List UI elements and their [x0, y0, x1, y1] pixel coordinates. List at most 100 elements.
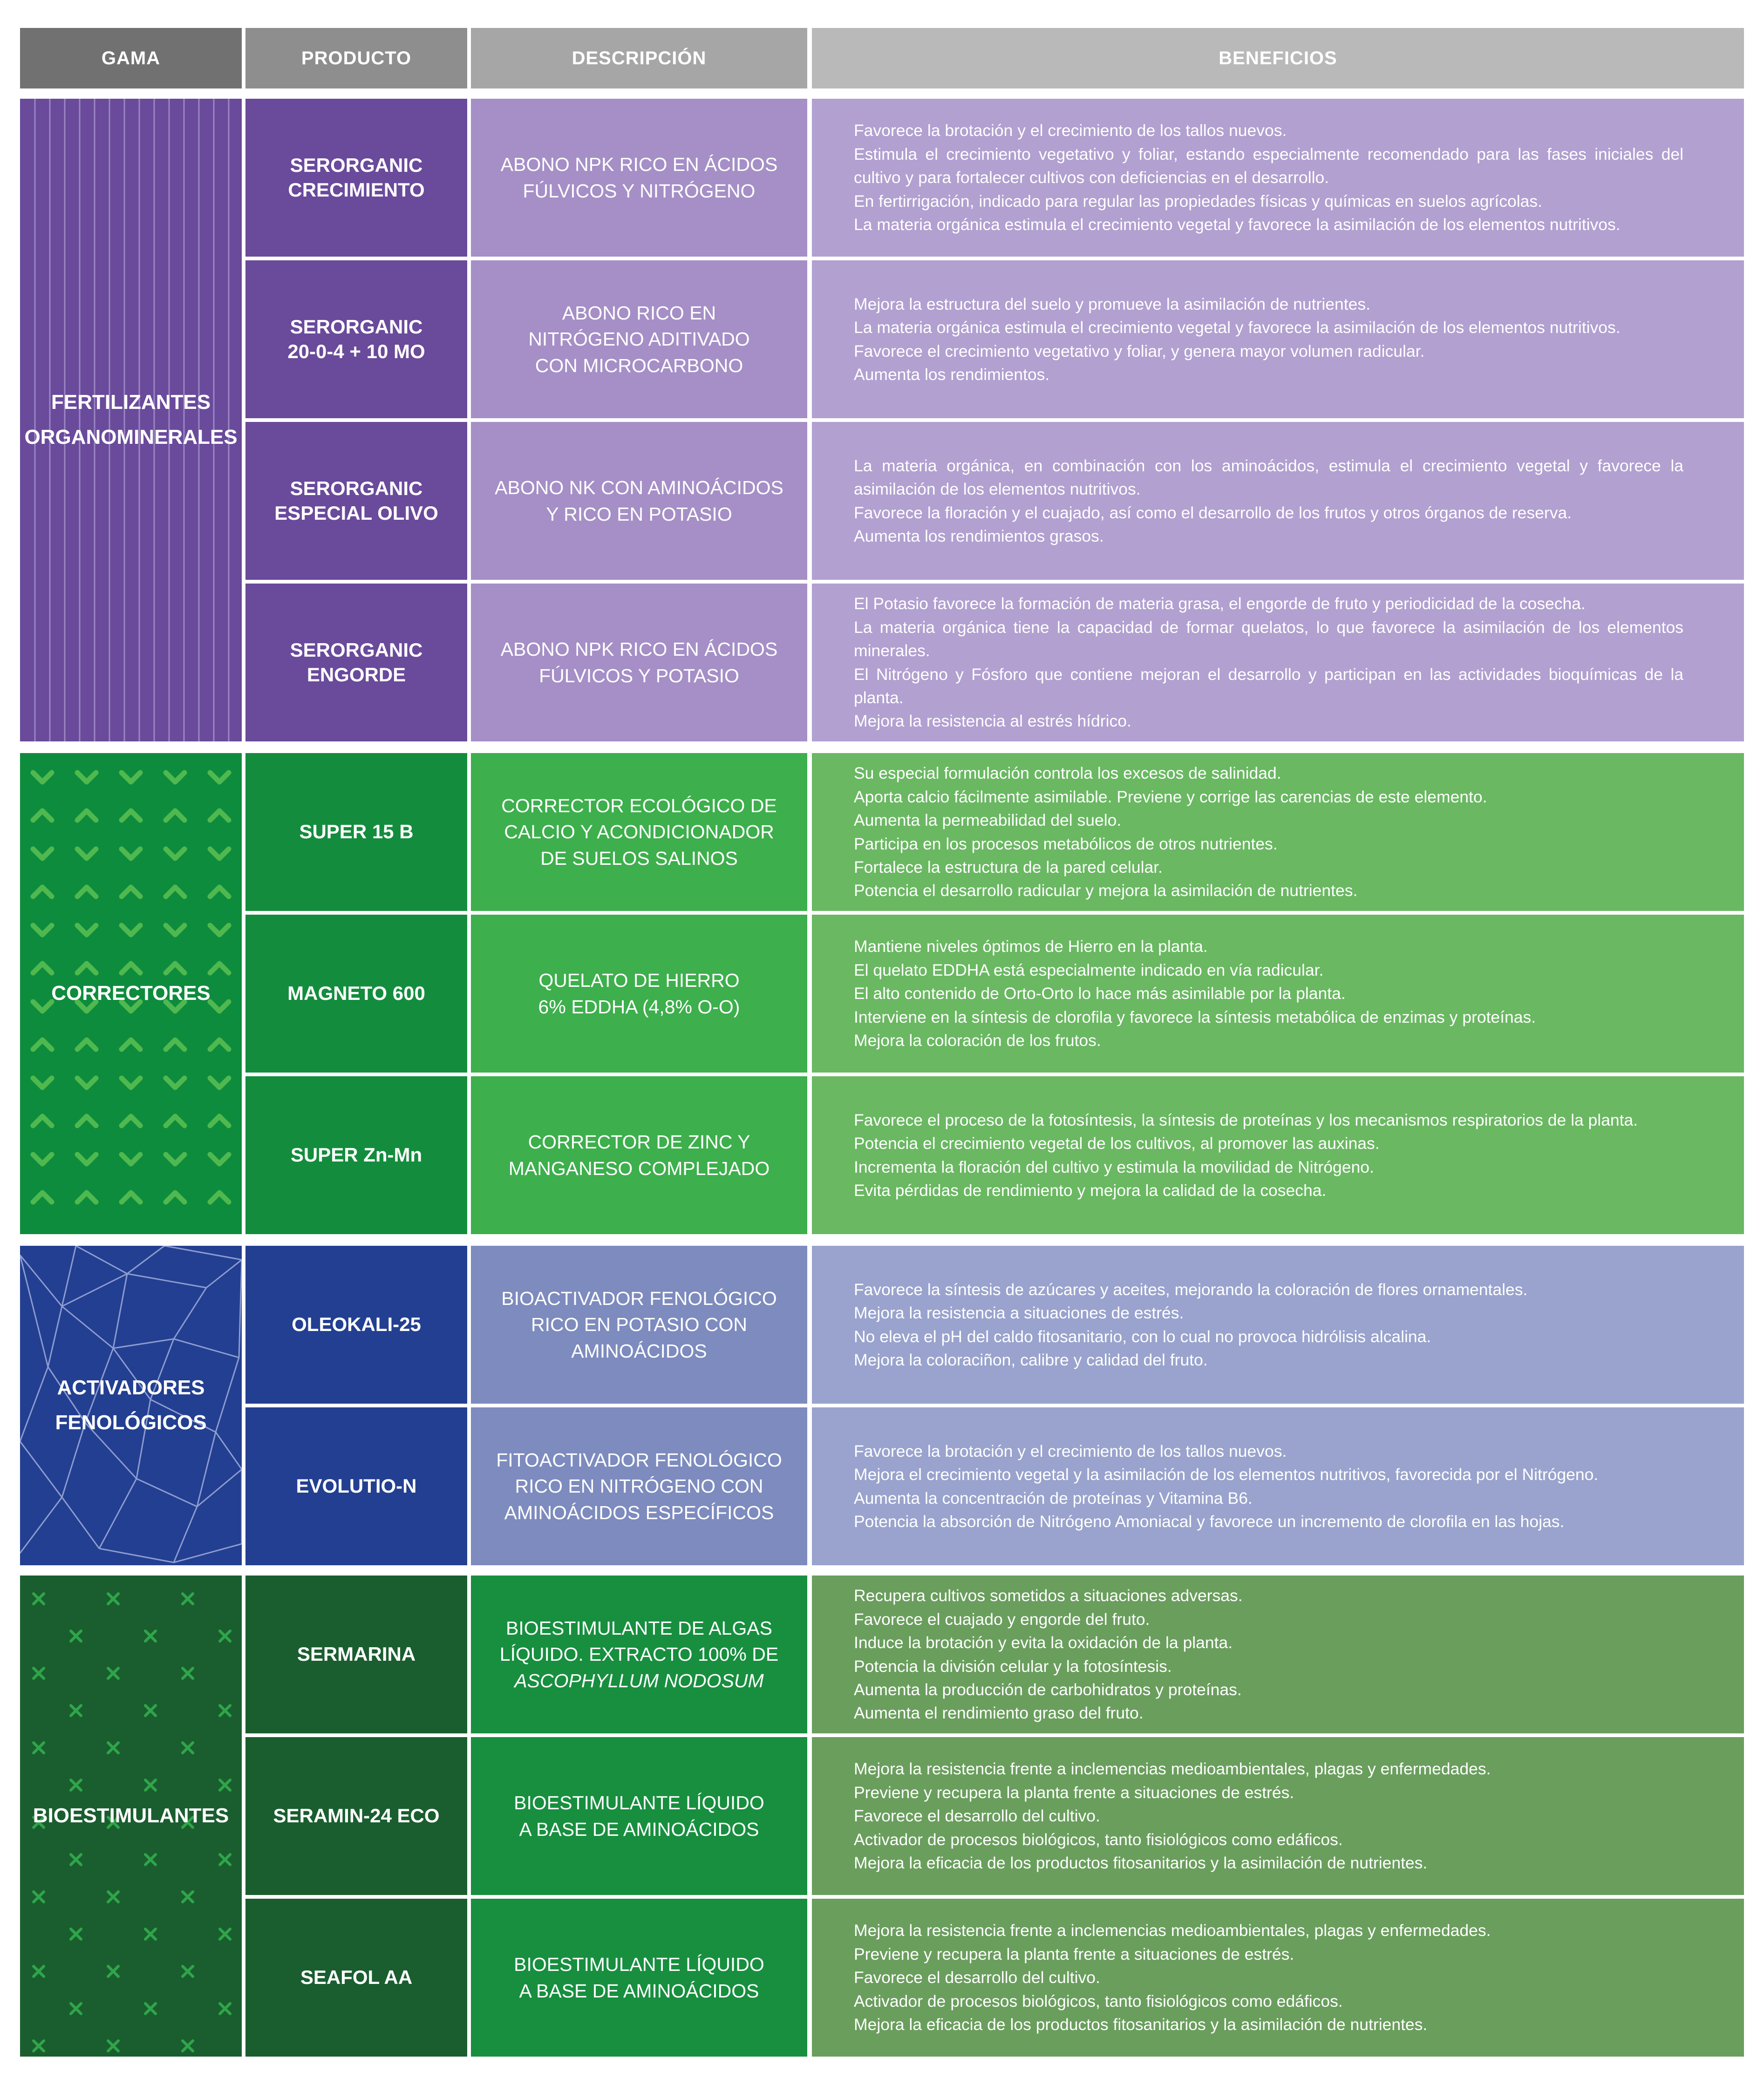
product-name: EVOLUTIO-N	[245, 1407, 467, 1565]
product-benefits: Mejora la estructura del suelo y promuev…	[812, 260, 1744, 418]
product-description: BIOESTIMULANTE DE ALGAS LÍQUIDO. EXTRACT…	[471, 1576, 807, 1733]
cross-icon	[107, 1667, 120, 1680]
network-line	[99, 1548, 174, 1563]
chevron-down-icon	[30, 923, 54, 937]
cross-icon	[218, 1853, 232, 1866]
cross-icon	[32, 1816, 45, 1829]
cross-icon	[181, 1890, 194, 1903]
product-benefits: Favorece la síntesis de azúcares y aceit…	[812, 1246, 1744, 1404]
product-name: SUPER Zn-Mn	[245, 1076, 467, 1234]
network-line	[20, 1255, 63, 1307]
cross-icon	[218, 1928, 232, 1941]
cross-icon	[144, 1928, 157, 1941]
chevron-up-icon	[75, 961, 99, 976]
chevron-down-icon	[75, 1152, 99, 1167]
cross-icon	[144, 1630, 157, 1643]
chevron-down-icon	[119, 846, 143, 861]
cross-icon	[218, 2002, 232, 2015]
description-text: BIOESTIMULANTE LÍQUIDO A BASE DE AMINOÁC…	[514, 1951, 764, 2004]
cross-icon	[32, 2039, 45, 2052]
cross-icon	[107, 1965, 120, 1978]
cross-icon	[69, 1928, 82, 1941]
cross-icon	[181, 1667, 194, 1680]
product-description: BIOESTIMULANTE LÍQUIDO A BASE DE AMINOÁC…	[471, 1899, 807, 2057]
header-gama: GAMA	[20, 28, 242, 88]
gama-cell: BIOESTIMULANTES	[20, 1576, 242, 2057]
product-description: QUELATO DE HIERRO 6% EDDHA (4,8% O-O)	[471, 915, 807, 1073]
chevron-down-icon	[163, 846, 187, 861]
network-line	[136, 1478, 198, 1508]
chevron-down-icon	[163, 923, 187, 937]
chevron-down-icon	[207, 1075, 232, 1090]
description-text: FITOACTIVADOR FENOLÓGICO RICO EN NITRÓGE…	[496, 1447, 782, 1526]
chevron-up-icon	[30, 808, 54, 823]
chevron-up-icon	[30, 1114, 54, 1128]
benefits-text: El Potasio favorece la formación de mate…	[854, 594, 1683, 731]
description-main: ABONO NK CON AMINOÁCIDOS Y RICO EN POTAS…	[495, 476, 783, 525]
product-description: ABONO NK CON AMINOÁCIDOS Y RICO EN POTAS…	[471, 422, 807, 580]
description-main: CORRECTOR DE ZINC Y MANGANESO COMPLEJADO	[508, 1131, 770, 1179]
product-benefits: Favorece el proceso de la fotosíntesis, …	[812, 1076, 1744, 1234]
cross-icon	[32, 1667, 45, 1680]
product-description: ABONO NPK RICO EN ÁCIDOS FÚLVICOS Y NITR…	[471, 99, 807, 257]
benefits-text: Mejora la estructura del suelo y promuev…	[854, 294, 1621, 384]
product-benefits: Mejora la resistencia frente a inclemenc…	[812, 1737, 1744, 1895]
product-name: SEAFOL AA	[245, 1899, 467, 2057]
chevron-down-icon	[207, 923, 232, 937]
network-line	[20, 1441, 63, 1498]
chevron-down-icon	[30, 1075, 54, 1090]
chevron-down-icon	[119, 999, 143, 1014]
product-description: BIOACTIVADOR FENOLÓGICO RICO EN POTASIO …	[471, 1246, 807, 1404]
network-line	[98, 1478, 137, 1549]
cross-icon	[32, 1592, 45, 1605]
chevron-up-icon	[163, 961, 187, 976]
cross-icon	[107, 2039, 120, 2052]
network-line	[215, 1432, 242, 1470]
network-line	[150, 1399, 216, 1433]
product-description: CORRECTOR DE ZINC Y MANGANESO COMPLEJADO	[471, 1076, 807, 1234]
gama-label: ACTIVADORES FENOLÓGICOS	[55, 1376, 207, 1434]
network-line	[84, 1422, 137, 1480]
product-description: FITOACTIVADOR FENOLÓGICO RICO EN NITRÓGE…	[471, 1407, 807, 1565]
benefits-text: Mejora la resistencia frente a inclemenc…	[854, 1759, 1491, 1873]
description-main: FITOACTIVADOR FENOLÓGICO RICO EN NITRÓGE…	[496, 1449, 782, 1523]
network-line	[47, 1366, 86, 1423]
product-benefits: Favorece la brotación y el crecimiento d…	[812, 1407, 1744, 1565]
product-benefits: Mantiene niveles óptimos de Hierro en la…	[812, 915, 1744, 1073]
benefits-text: Su especial formulación controla los exc…	[854, 764, 1487, 900]
description-main: BIOESTIMULANTE DE ALGAS LÍQUIDO. EXTRACT…	[499, 1617, 779, 1665]
network-line	[47, 1306, 63, 1367]
chevron-down-icon	[30, 999, 54, 1014]
network-line	[136, 1399, 151, 1479]
product-name: SUPER 15 B	[245, 753, 467, 911]
chevron-down-icon	[207, 770, 232, 785]
cross-icon	[69, 1853, 82, 1866]
chevron-down-icon	[119, 923, 143, 937]
network-line	[75, 1246, 128, 1275]
product-name: SERORGANIC ESPECIAL OLIVO	[245, 422, 467, 580]
gama-label: CORRECTORES	[51, 982, 211, 1005]
gama-pattern	[30, 770, 232, 1205]
benefits-text: Mejora la resistencia frente a inclemenc…	[854, 1921, 1491, 2034]
chevron-down-icon	[75, 846, 99, 861]
description-text: ABONO RICO EN NITRÓGENO ADITIVADO CON MI…	[528, 300, 749, 379]
header-descripcion: DESCRIPCIÓN	[471, 28, 807, 88]
cross-icon	[181, 1741, 194, 1754]
gama-cell: FERTILIZANTES ORGANOMINERALES	[20, 99, 242, 741]
gama-pattern	[34, 99, 230, 741]
chevron-down-icon	[30, 846, 54, 861]
chevron-up-icon	[207, 808, 232, 823]
product-benefits: Mejora la resistencia frente a inclemenc…	[812, 1899, 1744, 2057]
cross-icon	[69, 2002, 82, 2015]
product-name: SERMARINA	[245, 1576, 467, 1733]
chevron-up-icon	[163, 1190, 187, 1205]
benefits-text: Favorece la síntesis de azúcares y aceit…	[854, 1280, 1528, 1369]
description-main: QUELATO DE HIERRO 6% EDDHA (4,8% O-O)	[538, 969, 740, 1018]
network-line	[173, 1506, 198, 1563]
chevron-down-icon	[207, 846, 232, 861]
network-line	[150, 1338, 175, 1400]
benefits-text: Favorece el proceso de la fotosíntesis, …	[854, 1110, 1638, 1200]
network-line	[61, 1246, 77, 1307]
gama-cell: CORRECTORES	[20, 753, 242, 1234]
benefits-text: Favorece la brotación y el crecimiento d…	[854, 121, 1683, 234]
